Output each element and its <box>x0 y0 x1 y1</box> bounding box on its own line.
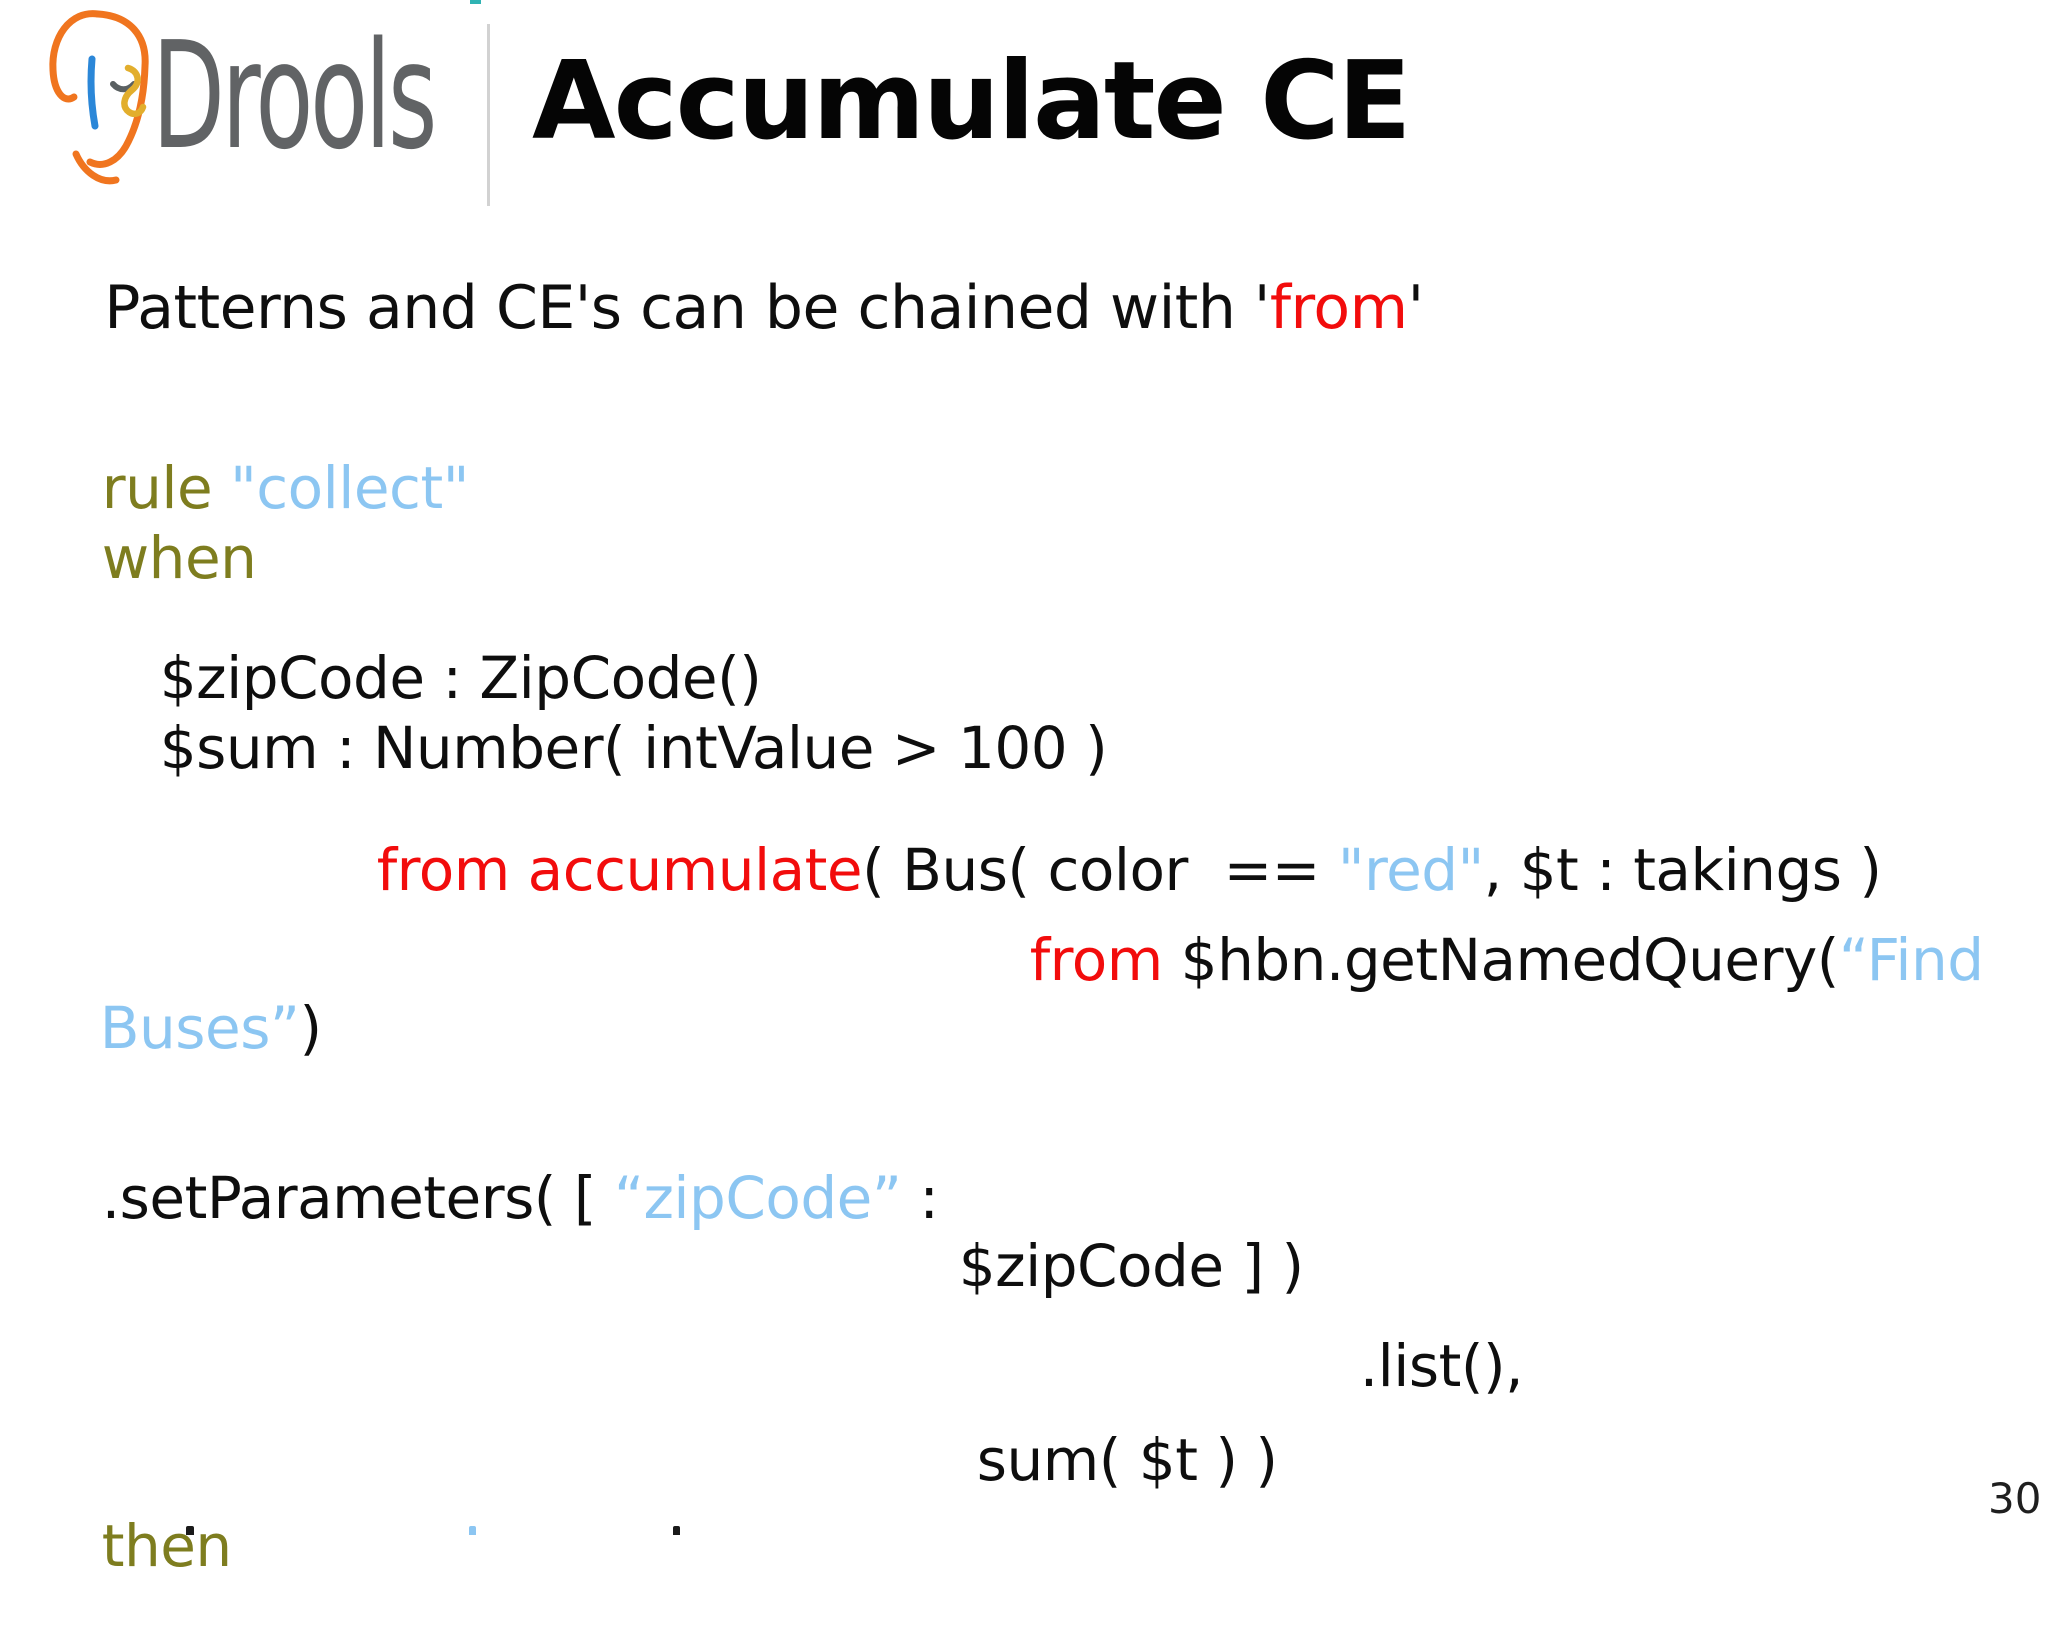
intro-keyword-from: from <box>1269 273 1408 343</box>
render-artifact <box>470 0 481 4</box>
code-line-list: .list(), <box>1288 1262 1524 1471</box>
code-string: Buses” <box>99 993 300 1062</box>
code-text: .list(), <box>1359 1331 1524 1400</box>
code-keyword: when <box>101 523 257 592</box>
code-line-zipcode-pattern: $zipCode : ZipCode() <box>88 574 762 783</box>
code-line-from-accumulate: from accumulate( Bus( color == "red", $t… <box>305 766 1882 975</box>
clipped-code-fragment <box>673 1526 680 1535</box>
code-line-rule: rule "collect" <box>30 384 470 593</box>
code-text: sum( $t ) ) <box>976 1425 1278 1494</box>
code-text: $hbn.getNamedQuery( <box>1162 925 1840 994</box>
code-line-when: when <box>30 454 257 663</box>
code-keyword: then <box>101 1511 232 1580</box>
slide: Drools Accumulate CE Patterns and CE's c… <box>28 0 2042 1580</box>
code-text: $zipCode : ZipCode() <box>159 643 762 712</box>
intro-text-before: Patterns and CE's can be chained with ' <box>104 273 1270 343</box>
code-line-sum-pattern: $sum : Number( intValue > 100 ) <box>88 644 1108 853</box>
intro-sentence: Patterns and CE's can be chained with 'f… <box>30 200 1424 416</box>
brand-logotype: Drools <box>152 10 437 182</box>
code-string: "red" <box>1337 835 1484 904</box>
code-keyword: rule <box>101 453 231 522</box>
code-text: .setParameters( [ <box>101 1163 614 1232</box>
code-line-setparameters: .setParameters( [ “zipCode” : <box>30 1094 939 1303</box>
code-text: $sum : Number( intValue > 100 ) <box>159 713 1108 782</box>
code-string: "collect" <box>230 453 469 522</box>
code-text: , $t : takings ) <box>1483 835 1882 904</box>
drools-face-icon <box>49 10 149 185</box>
clipped-code-fragment <box>186 1526 194 1535</box>
code-text: : <box>901 1163 939 1232</box>
page-title: Accumulate CE <box>532 39 1411 164</box>
code-text: ) <box>299 993 322 1062</box>
code-accent: from <box>1029 925 1163 994</box>
code-accent: from accumulate <box>376 835 863 904</box>
code-line-from-hbn: from $hbn.getNamedQuery(“Find <box>958 856 1984 1065</box>
code-line-buses-wrap: Buses”) <box>28 924 322 1133</box>
code-text: ( Bus( color == <box>862 835 1338 904</box>
page-number: 30 <box>1988 1474 2042 1523</box>
code-text: $zipCode ] ) <box>958 1231 1304 1300</box>
intro-text-after: ' <box>1407 273 1425 343</box>
code-string: “zipCode” <box>613 1163 902 1232</box>
code-string: “Find <box>1838 925 1984 994</box>
code-line-sum-function: sum( $t ) ) <box>905 1356 1278 1565</box>
code-line-then: then <box>30 1442 232 1651</box>
code-line-zipcode-arg: $zipCode ] ) <box>887 1162 1304 1371</box>
clipped-code-fragment <box>469 1526 476 1535</box>
header-divider <box>487 24 490 206</box>
